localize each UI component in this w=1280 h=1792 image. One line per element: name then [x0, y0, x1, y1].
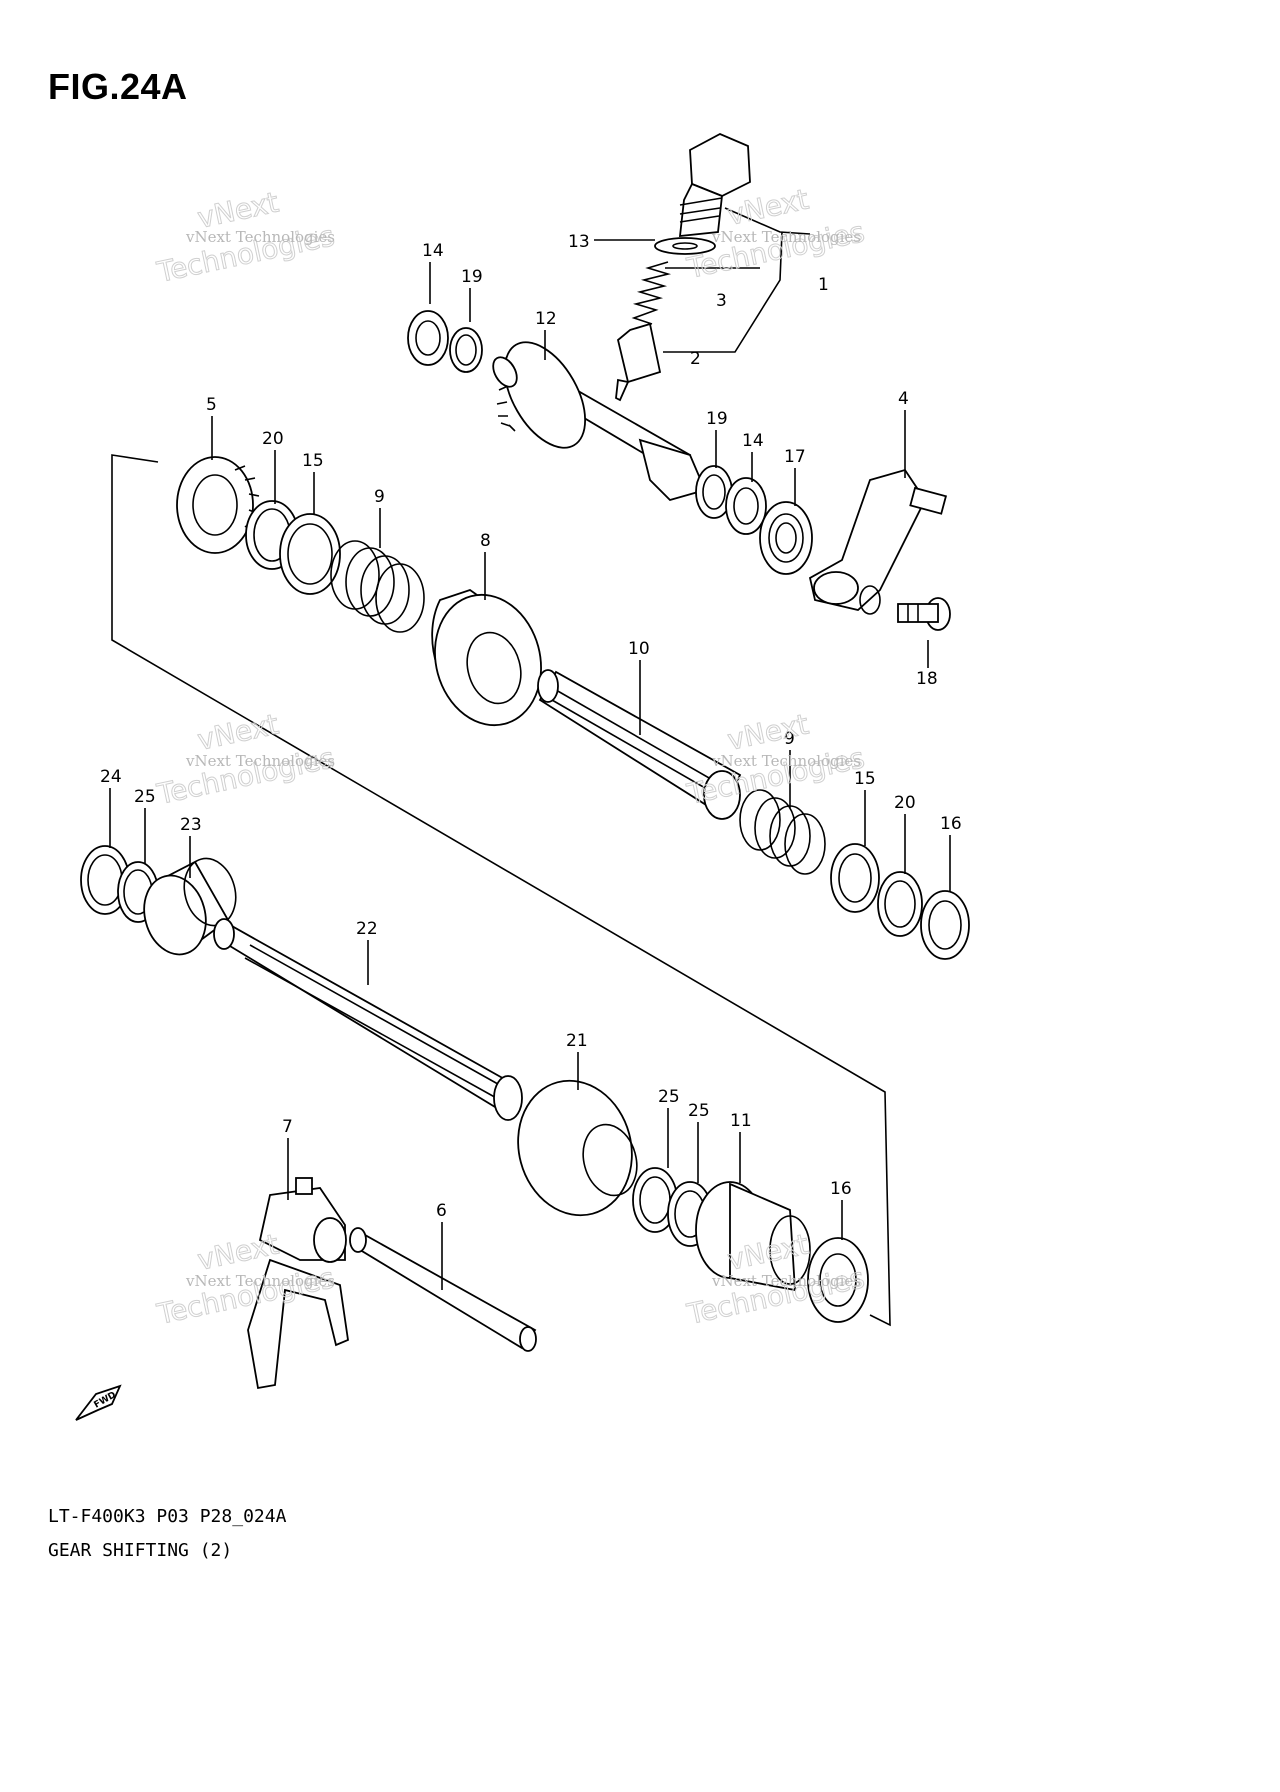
label-part-12: 12 — [535, 309, 557, 329]
label-part-25-right: 25 — [688, 1101, 710, 1121]
label-part-20-left: 20 — [262, 429, 284, 449]
gear-part-5 — [176, 456, 260, 554]
splined-shaft-part-22 — [213, 918, 523, 1121]
collar-part-21 — [517, 1079, 638, 1217]
svg-text:vNext Technologies: vNext Technologies — [711, 752, 861, 770]
label-part-2: 2 — [690, 349, 701, 369]
washer-part-15-left — [279, 513, 341, 595]
label-part-16-upper: 16 — [940, 814, 962, 834]
shift-rod-part-6 — [349, 1227, 537, 1352]
label-part-13: 13 — [568, 232, 590, 252]
label-part-3: 3 — [716, 291, 727, 311]
diagram-title: GEAR SHIFTING (2) — [48, 1540, 233, 1561]
label-part-25-left: 25 — [134, 787, 156, 807]
washer-part-14-top — [407, 310, 449, 366]
figure-title: FIG.24A — [48, 66, 188, 107]
shift-shaft-part-12 — [492, 341, 707, 502]
watermark-1: vNext Technologies vNext Technologies — [153, 185, 338, 289]
label-part-21: 21 — [566, 1031, 588, 1051]
svg-text:vNext: vNext — [195, 708, 282, 757]
spring-part-3 — [631, 261, 672, 325]
diagram-code: LT-F400K3 P03 P28_024A — [48, 1506, 287, 1527]
circlip-part-19-top — [449, 327, 483, 373]
washer-part-16-lower — [807, 1237, 869, 1323]
leader-lines — [109, 239, 951, 1290]
spring-part-9-left — [330, 540, 425, 633]
label-part-22: 22 — [356, 919, 378, 939]
svg-text:vNext Technologies: vNext Technologies — [711, 1272, 861, 1290]
assembly-outline — [111, 454, 891, 1327]
svg-text:vNext Technologies: vNext Technologies — [185, 1272, 335, 1290]
label-part-23: 23 — [180, 815, 202, 835]
svg-text:vNext: vNext — [725, 183, 812, 232]
label-part-14-right: 14 — [742, 431, 764, 451]
label-part-16-lower: 16 — [830, 1179, 852, 1199]
label-part-15-left: 15 — [302, 451, 324, 471]
label-part-25-mid: 25 — [658, 1087, 680, 1107]
bearing-part-17 — [759, 501, 813, 575]
label-part-11: 11 — [730, 1111, 752, 1131]
collar-part-8 — [431, 589, 542, 727]
label-part-8: 8 — [480, 531, 491, 551]
svg-text:vNext Technologies: vNext Technologies — [711, 228, 861, 246]
bushing-part-11 — [695, 1181, 811, 1292]
label-part-1: 1 — [818, 275, 829, 295]
spring-part-9-right — [739, 789, 826, 875]
washer-part-13 — [654, 237, 716, 255]
label-part-7: 7 — [282, 1117, 293, 1137]
shift-fork-part-7 — [247, 1177, 349, 1390]
bolt-part-18 — [897, 597, 951, 631]
label-part-19-right: 19 — [706, 409, 728, 429]
watermark-4: vNext Technologies vNext Technologies — [683, 707, 868, 811]
label-part-20-right: 20 — [894, 793, 916, 813]
svg-text:vNext: vNext — [725, 708, 812, 757]
splined-shaft-part-10 — [537, 669, 742, 820]
shift-arm-part-4 — [808, 468, 948, 615]
label-part-18: 18 — [916, 669, 938, 689]
label-part-9-left: 9 — [374, 487, 385, 507]
svg-text:vNext Technologies: vNext Technologies — [185, 228, 335, 246]
label-part-4: 4 — [898, 389, 909, 409]
label-part-5: 5 — [206, 395, 217, 415]
washer-part-14-right — [725, 477, 767, 535]
part-labels: 14 19 12 13 1 3 2 5 20 15 9 8 10 19 14 1… — [100, 232, 962, 1221]
svg-text:vNext Technologies: vNext Technologies — [185, 752, 335, 770]
label-part-24: 24 — [100, 767, 122, 787]
label-part-17: 17 — [784, 447, 806, 467]
watermark-3: vNext Technologies vNext Technologies — [153, 707, 338, 811]
bolt-part-1 — [678, 133, 751, 238]
label-part-10: 10 — [628, 639, 650, 659]
forward-direction-arrow: FWD — [75, 1384, 122, 1421]
label-part-15-right: 15 — [854, 769, 876, 789]
label-part-9-right: 9 — [784, 729, 795, 749]
label-part-14-top: 14 — [422, 241, 444, 261]
pin-part-2 — [615, 322, 662, 402]
label-part-6: 6 — [436, 1201, 447, 1221]
label-part-19-top: 19 — [461, 267, 483, 287]
